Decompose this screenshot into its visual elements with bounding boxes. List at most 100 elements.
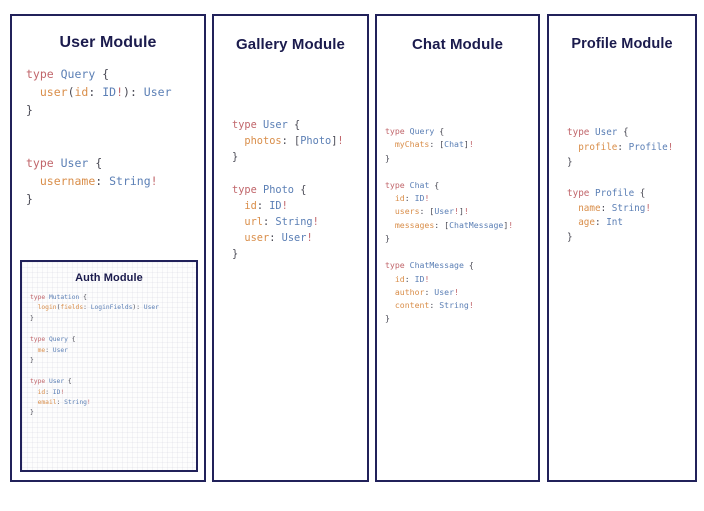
card-title-chat-module: Chat Module [411, 36, 504, 53]
token-name: Profile [628, 141, 668, 153]
code-line: type Mutation { [30, 293, 196, 303]
token-bang: ! [424, 273, 430, 284]
token-fld: user [39, 84, 68, 99]
code-block-user-module: type Query { user(id: ID!): User}type Us… [12, 52, 204, 209]
token-pun [385, 193, 395, 203]
code-line: type Photo { [232, 183, 367, 199]
token-pun: : [424, 286, 435, 297]
token-bang: ! [468, 139, 474, 150]
token-pun: : [88, 84, 103, 99]
code-line: type Query { [26, 66, 204, 84]
code-line: url: String! [232, 215, 367, 231]
token-bang: ! [667, 141, 674, 153]
token-fld: id [394, 193, 405, 204]
token-pun: ): [123, 84, 144, 99]
card-user-module[interactable]: User Module type Query { user(id: ID!): … [10, 14, 206, 482]
token-pun: ] [458, 206, 464, 217]
token-fld: user [244, 231, 270, 244]
code-line: type Query { [30, 335, 196, 345]
token-pun: : [256, 199, 270, 212]
token-pun: { [287, 119, 301, 131]
code-line: } [567, 156, 695, 171]
token-name: String [109, 174, 151, 189]
type-definition-block: type Profile { name: String! age: Int} [567, 187, 695, 247]
code-line: type User { [567, 126, 695, 141]
code-line: users: [User!]! [385, 205, 538, 218]
token-fld: email [37, 399, 57, 406]
token-pun: : [45, 388, 53, 396]
token-pun: : [95, 174, 110, 189]
card-title-user-module: User Module [59, 34, 157, 51]
code-line: user: User! [232, 231, 367, 247]
token-pun: ] [503, 219, 509, 230]
token-pun: { [434, 126, 445, 136]
token-kw: type [385, 260, 410, 271]
code-line: type User { [232, 118, 367, 134]
token-fld: id [394, 273, 405, 284]
token-fld: login [37, 304, 57, 312]
code-block-gallery-module: type User { photos: [Photo]!}type Photo … [214, 53, 367, 263]
token-name: String [439, 300, 469, 311]
code-line: age: Int [567, 216, 695, 231]
token-pun [567, 142, 578, 153]
token-pun: : [83, 304, 91, 312]
token-name: String [275, 215, 313, 228]
token-bang: ! [116, 84, 124, 99]
token-kw: type [30, 378, 49, 386]
token-pun: : [404, 273, 415, 284]
card-chat-module[interactable]: Chat Module type Query { myChats: [Chat]… [375, 14, 540, 482]
type-definition-block: type Photo { id: ID! url: String! user: … [232, 183, 367, 263]
code-line: user(id: ID!): User [26, 84, 204, 102]
token-pun [232, 232, 244, 244]
code-line: } [30, 356, 196, 366]
token-fld: id [244, 199, 257, 212]
token-bang: ! [424, 193, 430, 204]
type-definition-block: type User { id: ID! email: String!} [30, 377, 196, 419]
token-name: User [60, 156, 89, 171]
token-pun: : [600, 202, 612, 214]
token-kw: type [385, 126, 410, 136]
token-name: ID [269, 199, 282, 212]
code-line: id: ID! [30, 388, 196, 398]
card-profile-module[interactable]: Profile Module type User { profile: Prof… [547, 14, 697, 482]
token-fld: username [39, 174, 96, 189]
token-pun [385, 274, 395, 284]
token-pun: : [ [281, 134, 301, 147]
token-pun: : [263, 215, 276, 228]
token-pun [385, 206, 395, 216]
token-kw: type [567, 187, 595, 199]
token-pun [26, 174, 40, 188]
token-pun [232, 135, 244, 147]
code-line: content: String! [385, 299, 538, 312]
token-bang: ! [281, 199, 288, 212]
code-line: } [30, 408, 196, 418]
token-name: Photo [300, 134, 332, 147]
type-definition-block: type Chat { id: ID! users: [User!]! mess… [385, 179, 538, 245]
token-pun: { [64, 378, 72, 386]
card-gallery-module[interactable]: Gallery Module type User { photos: [Phot… [212, 14, 369, 482]
token-pun [30, 304, 38, 311]
code-line: } [385, 152, 538, 165]
code-line: login(fields: LoginFields): User [30, 303, 196, 313]
token-pun: : [617, 141, 629, 153]
code-line: me: User [30, 346, 196, 356]
token-pun [30, 399, 38, 406]
token-pun [567, 217, 578, 228]
token-name: User [434, 206, 455, 217]
card-auth-module[interactable]: Auth Module type Mutation { login(fields… [20, 260, 198, 472]
type-definition-block: type User { profile: Profile!} [567, 126, 695, 171]
type-definition-block: type ChatMessage { id: ID! author: User!… [385, 259, 538, 325]
token-pun: ] [331, 134, 338, 147]
token-name: Chat [444, 139, 464, 150]
token-kw: type [30, 336, 49, 344]
token-pun: ] [463, 139, 469, 150]
type-definition-block: type Query { user(id: ID!): User} [26, 66, 204, 119]
token-pun: { [634, 187, 646, 199]
token-pun: { [429, 179, 440, 190]
card-title-gallery-module: Gallery Module [236, 36, 345, 53]
token-name: User [434, 286, 455, 297]
token-bang: ! [312, 215, 319, 228]
token-bang: ! [508, 219, 514, 230]
token-fld: messages [394, 219, 435, 230]
